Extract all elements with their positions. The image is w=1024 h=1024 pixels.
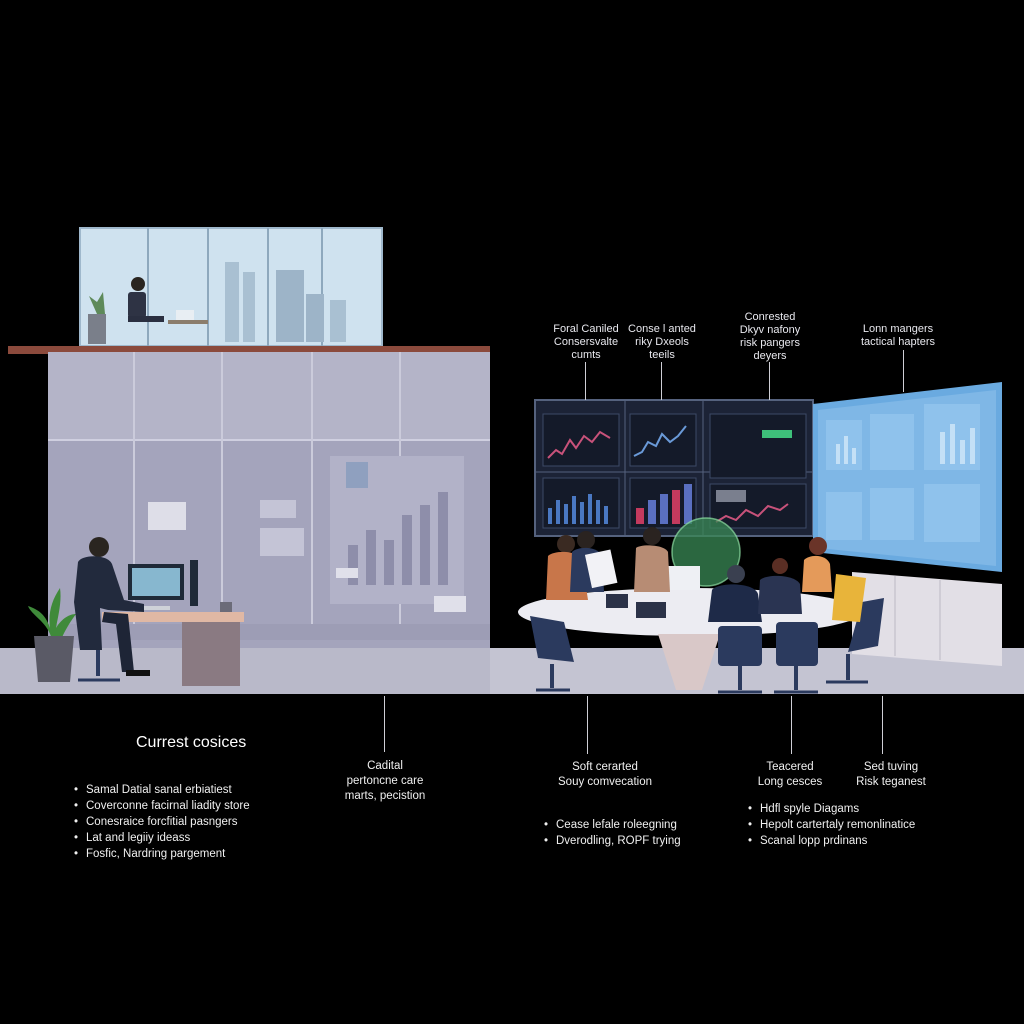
dashboard-wall-screens (534, 382, 1002, 572)
list-item: Cease lefale roleegning (544, 817, 681, 833)
callout-leader-line (587, 696, 588, 754)
caption-4: Sed tuving Risk teganest (856, 761, 926, 788)
callout-top-1: Foral Caniled Consersvalte cumts (553, 323, 619, 361)
callout-leader-line (661, 362, 662, 400)
list-item: Coverconne facirnal liadity store (74, 798, 250, 814)
callout-leader-line (769, 362, 770, 400)
list-item: Hepolt cartertaly remonlinatice (748, 817, 915, 833)
list-item: Conesraice forcfitial pasngers (74, 814, 250, 830)
left-bullet-list: Samal Datial sanal erbiatiest Coverconne… (74, 782, 250, 862)
desk-worker (28, 537, 244, 686)
cabinet (852, 572, 1002, 666)
list-item: Hdfl spyle Diagams (748, 801, 915, 817)
callout-leader-line (882, 696, 883, 754)
caption-1: Cadital pertoncne care marts, pecistion (344, 760, 426, 802)
callout-leader-line (585, 362, 586, 400)
callout-top-4: Lonn mangers tactical hapters (861, 323, 935, 348)
callout-leader-line (791, 696, 792, 754)
callout-top-3: Conrested Dkyv nafony risk pangers deyer… (739, 311, 801, 362)
right-bullet-list: Hdfl spyle Diagams Hepolt cartertaly rem… (748, 801, 915, 849)
meeting-people (546, 527, 832, 622)
list-item: Lat and legiiy ideass (74, 830, 250, 846)
callout-leader-line (384, 696, 385, 752)
callout-leader-line (903, 350, 904, 392)
list-item: Scanal lopp prdinans (748, 833, 915, 849)
list-item: Samal Datial sanal erbiatiest (74, 782, 250, 798)
meeting-chairs (530, 574, 884, 694)
middle-bullet-list: Cease lefale roleegning Dverodling, ROPF… (544, 817, 681, 849)
callout-top-2: Conse l anted riky Dxeols teeils (628, 323, 696, 361)
list-item: Dverodling, ROPF trying (544, 833, 681, 849)
list-item: Fosfic, Nardring pargement (74, 846, 250, 862)
caption-3: Teacered Long cesces (757, 761, 823, 788)
caption-2: Soft cerarted Souy comvecation (558, 761, 652, 788)
section-title: Currest cosices (136, 734, 247, 751)
